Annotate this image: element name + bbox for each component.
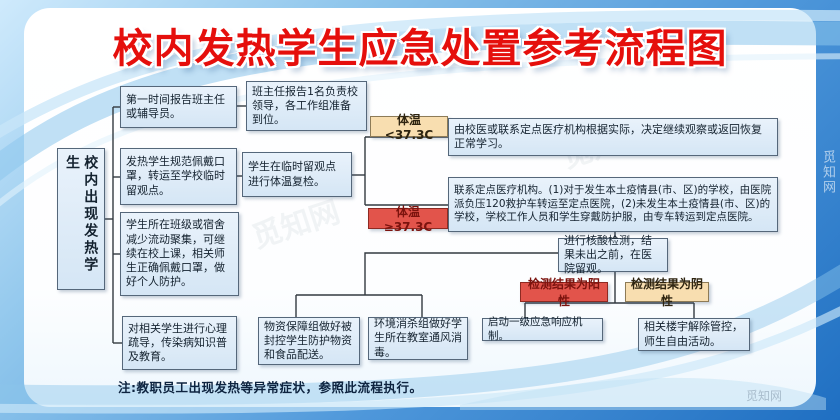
tag-temp-high: 体温≥37.3C	[368, 205, 448, 234]
node-temp-high-action: 联系定点医疗机构。(1)对于发生本土疫情县(市、区)的学校，由医院派负压120救…	[448, 177, 778, 232]
node-nucleic-test: 进行核酸检测，结果未出之前，在医院留观。	[558, 234, 668, 275]
node-supplies-group: 物资保障组做好被封控学生防护物资和食品配送。	[258, 317, 360, 365]
node-level1-response: 启动一级应急响应机制。	[482, 316, 603, 342]
page-title: 校内发热学生应急处置参考流程图	[112, 26, 728, 72]
tag-result-negative: 检测结果为阴性	[625, 277, 709, 308]
node-temp-low-action: 由校医或联系定点医疗机构根据实际，决定继续观察或返回恢复正常学习。	[448, 118, 778, 156]
tag-result-positive: 检测结果为阳性	[520, 277, 608, 308]
watermark-corner: 觅知网	[745, 389, 782, 403]
node-report-teacher: 第一时间报告班主任或辅导员。	[120, 86, 237, 128]
footnote: 注:教职员工出现发热等异常症状，参照此流程执行。	[118, 380, 423, 395]
node-teacher-report-leader: 班主任报告1名负责校领导，各工作组准备到位。	[246, 81, 367, 131]
node-psych-education: 对相关学生进行心理疏导，传染病知识普及教育。	[122, 316, 237, 370]
node-mask-transfer: 发热学生规范佩戴口罩，转运至学校临时留观点。	[120, 148, 237, 205]
node-class-control: 学生所在班级或宿舍减少流动聚集，可继续在校上课，相关师生正确佩戴口罩，做好个人防…	[120, 212, 239, 296]
node-lift-control: 相关楼宇解除管控，师生自由活动。	[638, 318, 750, 351]
tag-temp-low: 体温<37.3C	[370, 113, 448, 142]
node-disinfection-group: 环境消杀组做好学生所在教室通风消毒。	[368, 317, 468, 360]
watermark-side: 觅知网	[820, 150, 835, 195]
node-start: 校内出现发热学生	[57, 148, 105, 290]
node-temp-recheck: 学生在临时留观点进行体温复检。	[242, 152, 352, 197]
